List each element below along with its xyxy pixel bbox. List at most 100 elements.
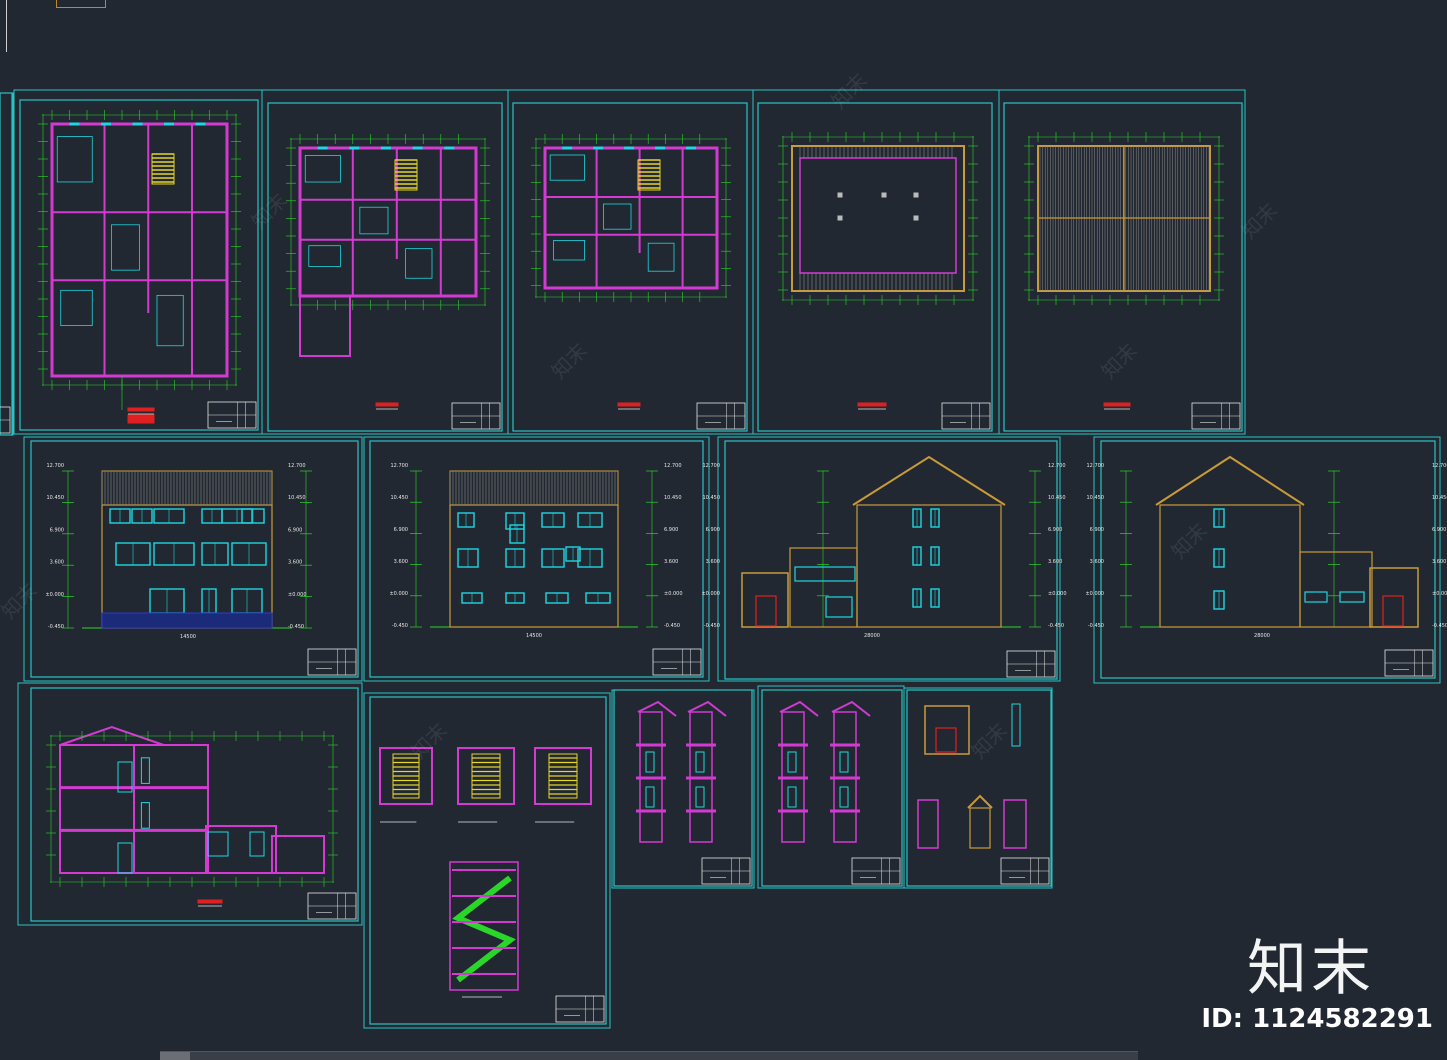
title-block: [851, 857, 901, 885]
roof-drain: [913, 215, 919, 221]
window: [207, 831, 229, 857]
window: [695, 751, 705, 773]
dimension-grid: [286, 134, 490, 310]
window: [645, 751, 655, 773]
furniture: [111, 224, 140, 271]
level-label-right: ±0.000: [1432, 591, 1447, 597]
level-label-left: 12.700: [47, 463, 65, 469]
sheet-front-elevation-inner: [30, 440, 359, 678]
level-label-left: 3.600: [706, 559, 720, 565]
floor-plan: [298, 146, 478, 298]
red-label-block: [127, 414, 155, 424]
stair: [151, 153, 175, 185]
stair-detail-plan: [379, 747, 433, 823]
window: [695, 786, 705, 808]
roof-tiles: [449, 470, 619, 506]
dimension-grid: [38, 110, 241, 390]
level-label-left: 3.600: [394, 559, 408, 565]
sheet-third-floor-plan-inner: [512, 102, 748, 432]
sheet-wall-section-2-inner: [761, 689, 903, 887]
entry-door: [1382, 595, 1404, 627]
furniture: [553, 239, 585, 261]
stair-section-outline: [449, 861, 519, 991]
diagonal-watermark: 知末: [967, 718, 1012, 763]
level-label-right: 10.450: [1048, 495, 1066, 501]
level-label-left: -0.450: [392, 623, 408, 629]
level-label-right: 3.600: [1048, 559, 1062, 565]
sheet-node-details-inner: [906, 689, 1052, 887]
section: [59, 725, 209, 874]
furniture: [549, 154, 585, 181]
level-label-left: ±0.000: [1085, 591, 1104, 597]
sheet-right-elevation: [1093, 436, 1441, 684]
wall-section: [830, 700, 871, 843]
title-block: [941, 402, 991, 430]
window: [787, 786, 797, 808]
level-label-right: 10.450: [1432, 495, 1447, 501]
column-detail: [1011, 703, 1021, 747]
diagonal-watermark: 知末: [1237, 198, 1282, 243]
level-label-left: ±0.000: [701, 591, 720, 597]
diagonal-watermark: 知末: [827, 68, 872, 113]
diagonal-watermark: 知末: [547, 338, 592, 383]
sheet-building-section-inner: [30, 687, 359, 922]
sheet-partial-left: [0, 92, 14, 436]
annex-section: [271, 835, 325, 874]
stair-detail-plan: [534, 747, 592, 823]
eave: [637, 700, 677, 717]
title-block: [307, 648, 357, 676]
annex-outline: [1299, 551, 1373, 628]
level-label-left: 12.700: [391, 463, 409, 469]
level-label-left: 6.900: [706, 527, 720, 533]
annex-outline: [789, 547, 858, 628]
level-label-left: 3.600: [50, 560, 64, 566]
level-label-left: -0.450: [704, 623, 720, 629]
elevation-dims: [410, 470, 658, 628]
window: [117, 761, 133, 793]
level-label-right: 6.900: [1432, 527, 1446, 533]
level-label-right: 12.700: [664, 463, 682, 469]
detail-outline: [969, 807, 991, 849]
level-label-left: 6.900: [50, 527, 64, 533]
eave: [687, 700, 727, 717]
level-label-right: 3.600: [1432, 559, 1446, 565]
scrollbar-thumb[interactable]: [160, 1052, 190, 1060]
sheet-partial-left: [0, 92, 14, 436]
level-label-right: 6.900: [1048, 527, 1062, 533]
elevation-dims: [62, 470, 312, 629]
elevation-width-label: 14500: [526, 633, 542, 639]
elevation-dims: [1120, 470, 1340, 628]
stair-outline: [637, 159, 661, 191]
furniture: [603, 203, 632, 230]
annex-porch: [1369, 567, 1419, 628]
level-label-left: -0.450: [1088, 623, 1104, 629]
elevation-width-label: 28000: [864, 633, 880, 639]
level-label-right: 3.600: [288, 560, 302, 566]
door-detail: [935, 727, 957, 753]
horizontal-scrollbar[interactable]: [160, 1051, 1138, 1060]
roof-drain: [837, 215, 843, 221]
level-label-left: 12.700: [1087, 463, 1105, 469]
level-label-right: -0.450: [1048, 623, 1064, 629]
window: [839, 751, 849, 773]
level-label-right: 10.450: [664, 495, 682, 501]
roof-drain: [881, 192, 887, 198]
level-label-right: 12.700: [288, 463, 306, 469]
sheet-right-elevation-inner: [1100, 440, 1436, 679]
sheet-second-floor-plan-inner: [267, 102, 503, 432]
dimension-grid: [1024, 132, 1224, 305]
title-block: [555, 995, 605, 1023]
window: [839, 786, 849, 808]
diagonal-watermark: 知末: [407, 718, 452, 763]
furniture: [405, 248, 433, 279]
window: [1339, 591, 1365, 603]
drawing-title-underline: [375, 402, 399, 407]
facade-outline: [1159, 504, 1301, 628]
eave: [831, 700, 871, 717]
window: [140, 757, 150, 784]
level-label-right: -0.450: [664, 623, 680, 629]
stair-outline: [394, 159, 418, 191]
roof-drain: [913, 192, 919, 198]
level-label-right: 12.700: [1048, 463, 1066, 469]
